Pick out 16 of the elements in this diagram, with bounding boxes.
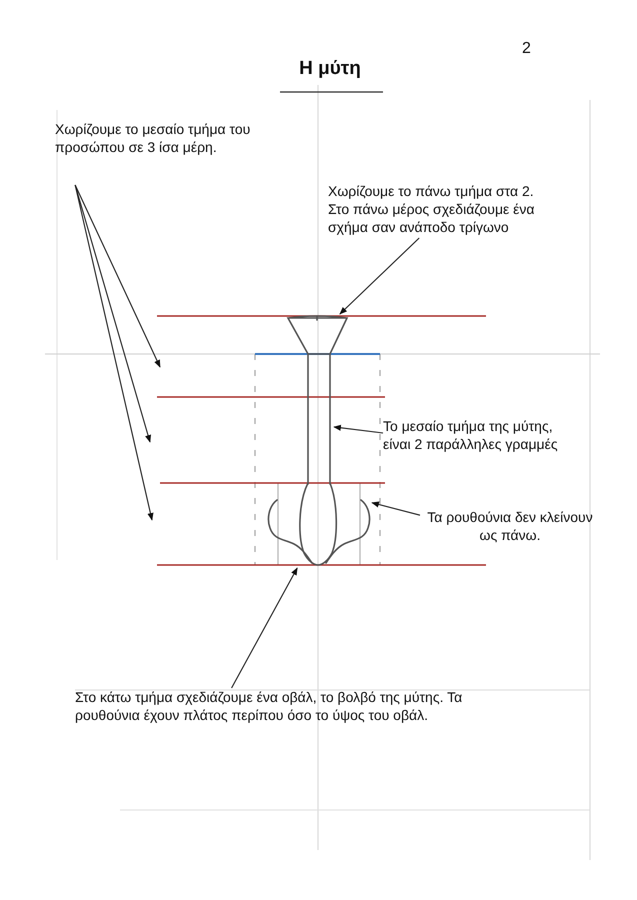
arrow bbox=[333, 424, 384, 434]
instruction-text: Το μεσαίο τμήμα της μύτης, είναι 2 παράλληλες γραμμές bbox=[383, 417, 581, 457]
instruction-text: Χωρίζουμε το μεσαίο τμήμα του προσώπου σε 3 ίσα μέρη. bbox=[55, 120, 317, 185]
instruction-text: Χωρίζουμε το πάνω τμήμα στα 2. Στο πάνω μέρος σχεδιάζουμε ένα σχήμα σαν ανάποδο τρίγωνο bbox=[328, 182, 556, 238]
arrow bbox=[74, 184, 152, 443]
instruction-text: Τα ρουθούνια δεν κλείνουν ως πάνω. bbox=[420, 508, 600, 548]
arrow bbox=[74, 184, 154, 521]
arrow bbox=[231, 567, 298, 688]
parallel-lines-drawing bbox=[304, 354, 334, 484]
arrow bbox=[371, 501, 420, 516]
instruction-text: Στο κάτω τμήμα σχεδιάζουμε ένα οβάλ, το βολβό της μύτης. Τα ρουθούνια έχουν πλάτος περίπου όσο το ύψος του οβάλ. bbox=[75, 688, 487, 728]
arrow bbox=[74, 184, 160, 368]
page-number: 2 bbox=[522, 40, 531, 58]
title: Η μύτη bbox=[298, 58, 362, 80]
funnel-drawing bbox=[284, 314, 350, 356]
arrow bbox=[339, 238, 420, 315]
